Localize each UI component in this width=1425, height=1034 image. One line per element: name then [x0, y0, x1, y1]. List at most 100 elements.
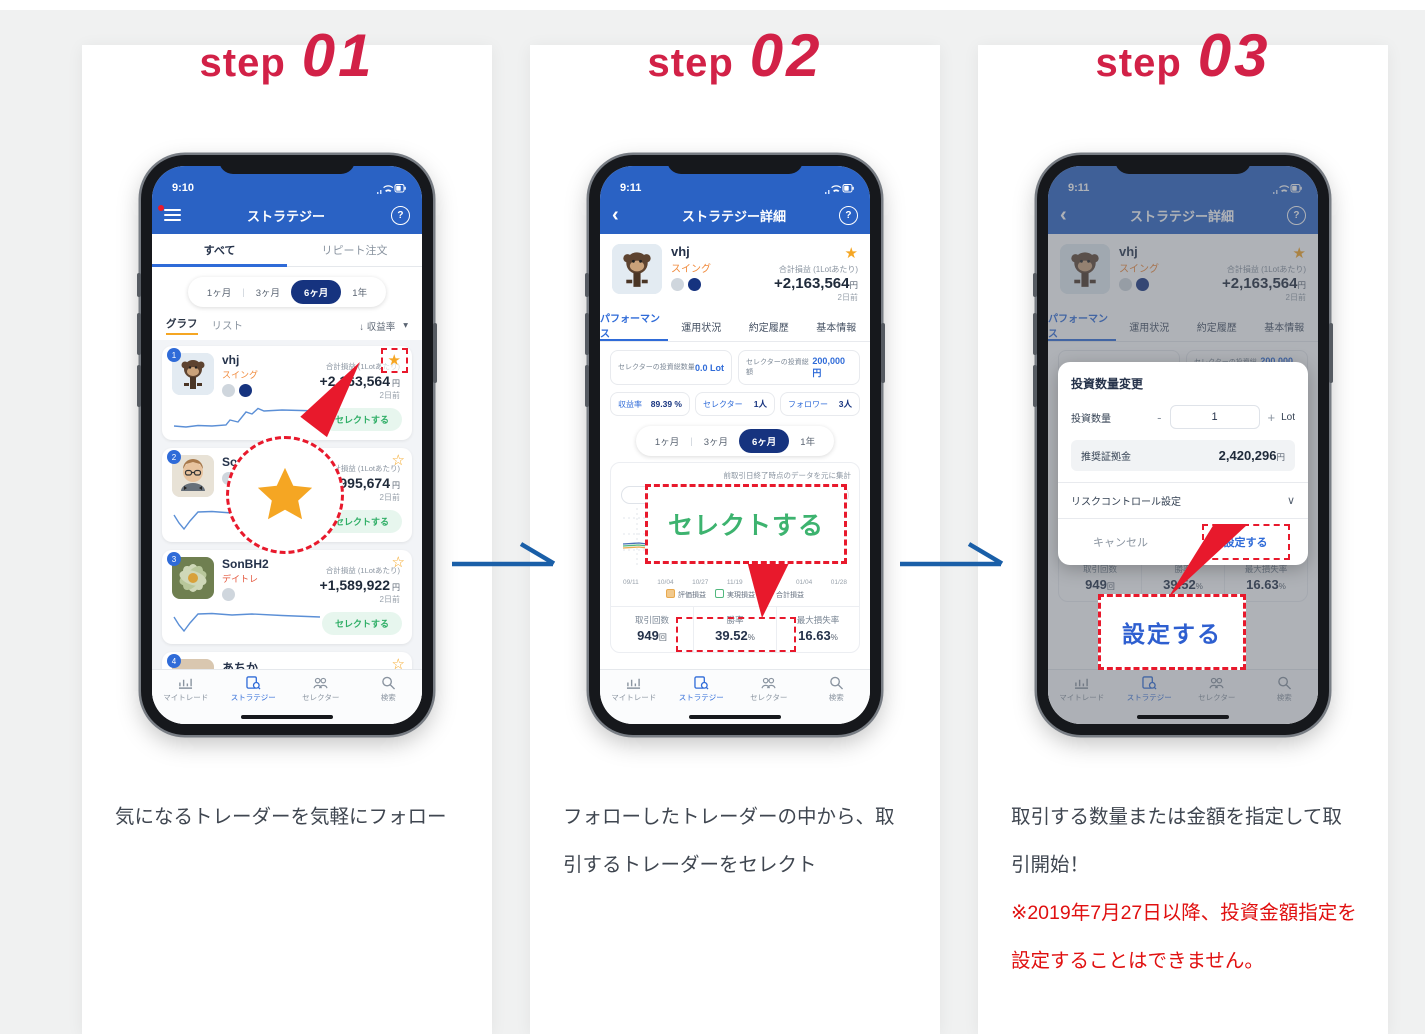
home-indicator[interactable]	[241, 715, 333, 719]
trader-card-sonbh2[interactable]: ☆ 3 SonBH2 デイトレ	[162, 550, 412, 644]
trader-name: SonBH	[222, 455, 262, 469]
step2-card: step 02 9:11	[530, 22, 940, 1034]
campaign-badge-icon	[1136, 278, 1149, 291]
active-tab-underline	[152, 264, 287, 267]
select-button[interactable]: セレクトする	[321, 510, 402, 533]
back-icon[interactable]: ‹	[612, 204, 619, 226]
currency-unit: 円	[1276, 452, 1285, 462]
period-selector: 1ヶ月 | 3ヶ月 6ヶ月 1年	[635, 426, 835, 456]
minus-stepper[interactable]: -	[1157, 409, 1162, 425]
period-1y[interactable]: 1年	[352, 288, 368, 299]
search-icon	[1277, 676, 1291, 690]
phone2-frame: 9:11 ‹ ストラテジー詳細	[585, 155, 885, 735]
tab-basic-info[interactable]: 基本情報	[816, 322, 857, 334]
tab-all[interactable]: すべて	[203, 245, 236, 257]
phone-side-button	[1329, 323, 1333, 383]
submit-button[interactable]: 設定する	[1201, 524, 1290, 560]
tab-operation[interactable]: 運用状況	[681, 322, 722, 334]
app-bar: ‹ ストラテジー詳細 ?	[600, 196, 870, 234]
period-6m-selected[interactable]: 6ヶ月	[290, 280, 342, 304]
avatar-monkey: 1	[167, 348, 214, 395]
wifi-battery-icons	[377, 184, 406, 194]
phone1-screen: 9:10 ストラテジー ?	[152, 166, 422, 724]
trader-card-vhj[interactable]: ★ 1 vhj スイング 合	[162, 346, 412, 440]
favorite-star-icon[interactable]: ★	[380, 348, 408, 373]
favorite-star-icon[interactable]: ☆	[391, 656, 405, 673]
nav-mytrade[interactable]: マイトレード	[152, 670, 220, 724]
favorite-star-icon[interactable]: ☆	[391, 452, 405, 469]
period-1y[interactable]: 1年	[800, 437, 816, 448]
nav-label: 検索	[380, 693, 396, 702]
step3-description-text: 取引する数量または金額を指定して取引開始！	[1011, 806, 1342, 876]
stat-max-loss: 最大損失率 16.63%	[776, 607, 859, 652]
phone-notch	[1115, 155, 1251, 174]
nav-strategy[interactable]: ストラテジー	[668, 670, 736, 724]
select-button[interactable]: セレクトする	[321, 612, 402, 635]
sort-dropdown[interactable]: ↓ 収益率 ▾	[359, 319, 408, 333]
chart-x-axis: 09/11 10/04 10/27 11/19 12/12 01/04 01/2…	[619, 579, 851, 586]
help-icon[interactable]: ?	[838, 205, 858, 225]
nav-strategy[interactable]: ストラテジー	[220, 670, 288, 724]
nav-selector[interactable]: セレクター	[735, 670, 803, 724]
home-indicator[interactable]	[689, 715, 781, 719]
select-button[interactable]: セレクトする	[321, 408, 402, 431]
selector-stats: セレクターの投資総数量 0.0 Lot セレクターの投資総額 200,000円	[610, 350, 860, 385]
submit-button-wrap: 設定する	[1183, 524, 1308, 560]
stat-value: 0.0 Lot	[694, 362, 724, 373]
phone-volume-up	[137, 313, 141, 355]
favorite-star-icon[interactable]: ★	[844, 245, 858, 262]
view-list-toggle[interactable]: リスト	[211, 320, 244, 332]
nav-search[interactable]: 検索	[355, 670, 423, 724]
tab-repeat-order[interactable]: リピート注文	[321, 245, 388, 257]
bottom-nav: マイトレード ストラテジー セレクター 検索	[1048, 669, 1318, 724]
nav-search[interactable]: 検索	[1251, 670, 1319, 724]
updated-ago: 2日前	[379, 595, 400, 604]
plus-stepper[interactable]: +	[1267, 409, 1276, 425]
period-1m[interactable]: 1ヶ月	[654, 437, 680, 448]
help-icon[interactable]: ?	[390, 205, 410, 225]
trader-card-sonbh[interactable]: ☆ 2 SonBH 合計損	[162, 448, 412, 542]
stat-label: セレクターの投資総額	[746, 358, 809, 376]
tab-performance[interactable]: パフォーマンス	[600, 311, 668, 341]
risk-control-row[interactable]: リスクコントロール設定 ∨	[1058, 482, 1308, 518]
period-1m[interactable]: 1ヶ月	[206, 288, 232, 299]
nav-label: 検索	[1276, 693, 1292, 702]
phone-side-button	[881, 323, 885, 383]
nav-mytrade[interactable]: マイトレード	[600, 670, 668, 724]
strategy-icon	[1142, 676, 1157, 690]
stat-label: 勝率	[726, 615, 744, 625]
cancel-button[interactable]: キャンセル	[1093, 537, 1148, 549]
back-icon[interactable]: ‹	[1060, 204, 1067, 226]
rank-badge: 3	[167, 552, 181, 566]
selector-avatar-icon	[222, 384, 235, 397]
nav-search[interactable]: 検索	[803, 670, 871, 724]
home-indicator[interactable]	[1137, 715, 1229, 719]
tab-basic-info[interactable]: 基本情報	[1264, 322, 1305, 334]
step-label: step	[199, 41, 286, 85]
phone-volume-down	[585, 365, 589, 407]
menu-icon[interactable]	[158, 205, 181, 221]
period-3m[interactable]: 3ヶ月	[255, 288, 280, 299]
period-6m-selected[interactable]: 6ヶ月	[738, 429, 790, 453]
callout-text: 設定する	[1122, 621, 1222, 647]
nav-strategy[interactable]: ストラテジー	[1116, 670, 1184, 724]
favorite-star-icon[interactable]: ☆	[391, 554, 405, 571]
tab-performance[interactable]: パフォーマンス	[1048, 311, 1116, 341]
profit-label: 合計損益 (1Lotあたり)	[325, 362, 400, 371]
chip-value: 1人	[753, 399, 767, 409]
tab-executions[interactable]: 約定履歴	[1196, 322, 1237, 334]
favorite-star-icon[interactable]: ★	[1292, 245, 1306, 262]
nav-selector[interactable]: セレクター	[287, 670, 355, 724]
tab-operation[interactable]: 運用状況	[1129, 322, 1170, 334]
phone-mute-switch	[585, 273, 589, 297]
stat-value: 949	[637, 628, 659, 643]
period-3m[interactable]: 3ヶ月	[703, 437, 728, 448]
tab-executions[interactable]: 約定履歴	[748, 322, 789, 334]
help-icon[interactable]: ?	[1286, 205, 1306, 225]
detail-tabs: パフォーマンス 運用状況 約定履歴 基本情報	[1048, 311, 1318, 342]
view-graph-toggle[interactable]: グラフ	[166, 316, 198, 335]
nav-mytrade[interactable]: マイトレード	[1048, 670, 1116, 724]
selector-icon	[761, 677, 776, 689]
quantity-input[interactable]: 1	[1169, 405, 1260, 429]
nav-selector[interactable]: セレクター	[1183, 670, 1251, 724]
